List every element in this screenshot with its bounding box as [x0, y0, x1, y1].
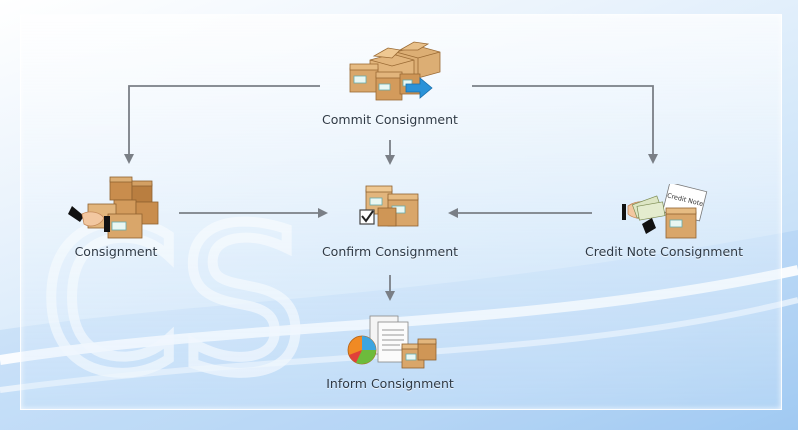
node-confirm-consignment[interactable]: Confirm Consignment [310, 184, 470, 264]
boxes-handshake-icon [68, 176, 159, 239]
node-label: Confirm Consignment [321, 244, 459, 259]
connector-commit-to-consignment [124, 85, 320, 164]
node-consignment[interactable]: Consignment [56, 176, 176, 262]
node-commit-consignment[interactable]: Commit Consignment [300, 38, 480, 130]
connector-commit-to-credit-note [472, 85, 658, 164]
boxes-dispatch-icon [349, 41, 441, 101]
report-chart-boxes-icon [347, 315, 437, 369]
node-label: Consignment [74, 244, 158, 259]
node-label: Commit Consignment [322, 112, 458, 127]
node-label: Inform Consignment [326, 376, 454, 391]
boxes-checkbox-icon [359, 185, 419, 227]
node-label: Credit Note Consignment [585, 244, 743, 259]
node-credit-note-consignment[interactable]: Credit Note Credit Note Consignment [584, 184, 744, 264]
credit-note-cash-icon: Credit Note [622, 184, 708, 239]
node-inform-consignment[interactable]: Inform Consignment [310, 314, 470, 394]
